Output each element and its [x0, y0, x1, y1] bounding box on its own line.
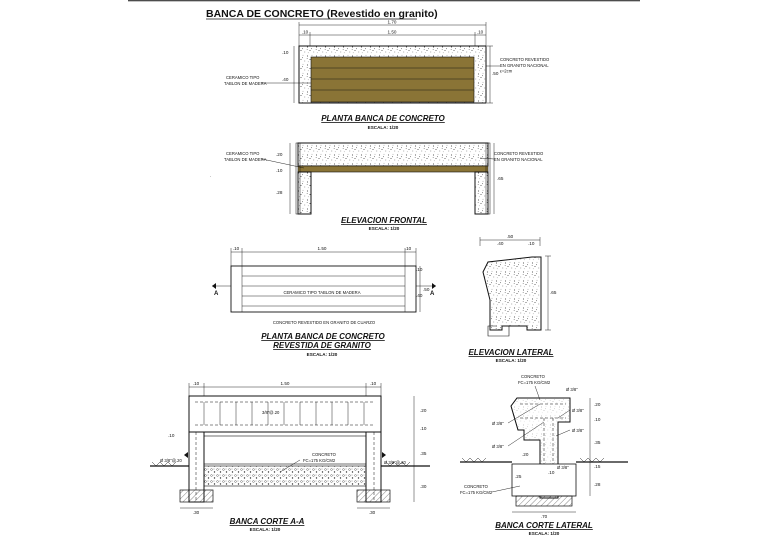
- plan-dim-v2: .40: [282, 77, 289, 82]
- granite-dim-left: .10: [233, 246, 240, 251]
- front-dim-c: .28: [276, 190, 283, 195]
- side-dim-top: .50: [507, 234, 514, 239]
- granite-note-below: CONCRETO REVESTIDO EN GRANITO DE CUARZO: [273, 320, 376, 325]
- lat-bar-4: Ø 3/8": [492, 421, 504, 426]
- front-note-right-1: CONCRETO REVESTIDO: [494, 151, 544, 156]
- lat-bar-6: Ø 3/8": [557, 465, 569, 470]
- front-note-right-2: EN GRANITO NACIONAL: [494, 157, 543, 162]
- aa-dim-mid: 1.50: [281, 381, 290, 386]
- lat-bar-3: Ø 3/8": [572, 428, 584, 433]
- stray-mark: ·: [210, 174, 212, 179]
- aa-scale: ESCALA: 1/20: [250, 527, 281, 532]
- granite-dim-v3: .50: [423, 287, 430, 292]
- aa-bar-left: Ø 3/8"@.20: [160, 458, 182, 463]
- lat-concrete-top-2: FC=175 KG/CM2: [518, 380, 551, 385]
- lat-bar-5: Ø 3/8": [492, 444, 504, 449]
- sheet-title: BANCA DE CONCRETO (Revestido en granito): [206, 8, 438, 20]
- granite-note-inside: CERAMICO TIPO TABLON DE MADERA: [283, 290, 360, 295]
- section-lateral-view: CONCRETO FC=175 KG/CM2 .70 Ø 3/8" Ø 3/8"…: [460, 374, 628, 536]
- plan-note-left-2: TABLON DE MADERA: [224, 81, 267, 86]
- aa-dim-foot-l: .30: [193, 510, 200, 515]
- lat-title: BANCA CORTE LATERAL: [495, 521, 593, 530]
- aa-top-rebars: [203, 402, 365, 425]
- aa-concrete-note-2: FC=175 KG/CM2: [303, 458, 336, 463]
- front-dim-b: .10: [276, 168, 283, 173]
- front-dim-a: .20: [276, 152, 283, 157]
- front-dim-d: .65: [497, 176, 504, 181]
- aa-concrete-note-1: CONCRETO: [312, 452, 337, 457]
- plan-title: PLANTA BANCA DE CONCRETO: [321, 114, 445, 123]
- aa-dim-v1: .20: [420, 408, 427, 413]
- granite-dim-right: .10: [405, 246, 412, 251]
- aa-dim-v4: .30: [420, 484, 427, 489]
- side-title: ELEVACION LATERAL: [468, 348, 553, 357]
- lat-concrete-bottom-2: FC=175 KG/CM2: [460, 490, 493, 495]
- lat-dim-c: .35: [594, 440, 601, 445]
- side-dim-a: .40: [497, 241, 504, 246]
- plan-note-right-2: EN GRANITO NACIONAL: [500, 63, 549, 68]
- granite-plan-view: .10 1.50 .10 CERAMICO TIPO TABLON DE MAD…: [212, 246, 436, 357]
- plan-dim-v1: .10: [282, 50, 289, 55]
- section-aa-view: .10 1.50 .10 3/8"@.20: [150, 381, 430, 532]
- aa-title: BANCA CORTE A-A: [230, 517, 305, 526]
- granite-title-2: REVESTIDA DE GRANITO: [273, 341, 372, 350]
- side-elevation-view: .50 .40 .10 .65 ELEVACION LATERAL ESCALA…: [468, 234, 556, 363]
- aa-bar-right: Ø 3/8"@.20: [384, 460, 406, 465]
- front-title: ELEVACION FRONTAL: [341, 216, 427, 225]
- side-dim-h: .65: [550, 290, 557, 295]
- plan-dim-mid: 1.50: [388, 30, 397, 35]
- front-elevation-view: .20 .10 .28 .65 CERAMICO TIPO TABLON DE …: [224, 142, 544, 231]
- plan-dim-total: 1.70: [388, 20, 397, 25]
- lat-bar-2: Ø 3/8": [572, 408, 584, 413]
- plan-view: 1.70 .10 1.50 .10 .50 .10 .40 CERAMICO T…: [224, 20, 550, 131]
- granite-dim-v1: .10: [416, 267, 423, 272]
- granite-dim-mid: 1.50: [318, 246, 327, 251]
- section-mark-right: A: [430, 291, 435, 297]
- lat-concrete-bottom-1: CONCRETO: [464, 484, 489, 489]
- granite-title-1: PLANTA BANCA DE CONCRETO: [261, 332, 385, 341]
- aa-dim-v3: .35: [420, 451, 427, 456]
- plan-note-right-3: ε=2cm: [500, 69, 513, 74]
- lat-dim-b: .10: [594, 417, 601, 422]
- aa-dim-side: .10: [168, 433, 175, 438]
- plan-dim-left: .10: [302, 30, 309, 35]
- section-mark-left: A: [214, 291, 219, 297]
- lat-dim-d: .15: [594, 464, 601, 469]
- aa-dim-foot-r: .30: [369, 510, 376, 515]
- front-note-left-2: TABLON DE MADERA: [224, 157, 267, 162]
- front-scale: ESCALA: 1/20: [369, 226, 400, 231]
- aa-dim-v2: .10: [420, 426, 427, 431]
- plan-dim-right: .10: [477, 30, 484, 35]
- lat-dim-h: .10: [548, 470, 555, 475]
- granite-scale: ESCALA: 1/20: [307, 352, 338, 357]
- side-dim-b: .10: [528, 241, 535, 246]
- plan-dim-v3: .50: [492, 71, 499, 76]
- side-scale: ESCALA: 1/20: [496, 358, 527, 363]
- lat-dim-f: .25: [515, 474, 522, 479]
- lat-dim-a: .20: [594, 402, 601, 407]
- aa-dim-left: .10: [193, 381, 200, 386]
- plan-scale: ESCALA: 1/20: [368, 125, 399, 130]
- aa-bar-top: 3/8"@.20: [262, 410, 280, 415]
- lat-dim-e: .28: [594, 482, 601, 487]
- plan-note-right-1: CONCRETO REVESTIDO: [500, 57, 550, 62]
- granite-dim-v2: .40: [416, 293, 423, 298]
- lat-concrete-top-1: CONCRETO: [521, 374, 546, 379]
- lat-dim-g: .20: [522, 452, 529, 457]
- aa-dim-right: .10: [370, 381, 377, 386]
- plan-note-left-1: CERAMICO TIPO: [226, 75, 260, 80]
- front-note-left-1: CERAMICO TIPO: [226, 151, 260, 156]
- lat-bar-1: Ø 3/8": [566, 387, 578, 392]
- lat-scale: ESCALA: 1/20: [529, 531, 560, 536]
- lat-dim-w: .70: [541, 514, 548, 519]
